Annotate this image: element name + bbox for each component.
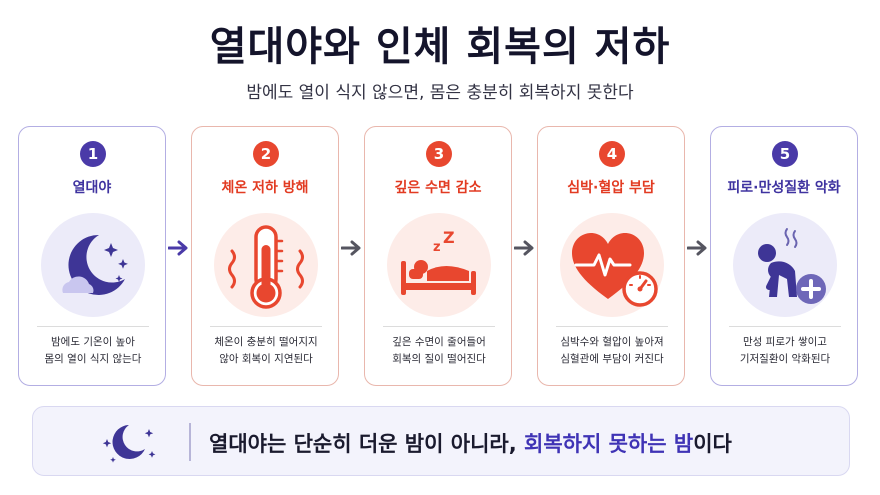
step-description: 만성 피로가 쌓이고 기저질환이 악화된다	[739, 336, 831, 365]
conclusion-banner: 열대야는 단순히 더운 밤이 아니라, 회복하지 못하는 밤이다	[32, 406, 850, 476]
step-number: 2	[253, 141, 279, 167]
step-card-1: 1 열대야 밤에도 기온이 높아 몸의 열이 식지 않는다	[18, 126, 166, 386]
step-description: 깊은 수면이 줄어들어 회복의 질이 떨어진다	[392, 336, 486, 365]
moon-stars-cloud-icon	[62, 234, 128, 295]
step-card-3: 3 깊은 수면 감소 z Z 깊은 수면이 줄어들어 회복의 질이 떨어진다	[364, 126, 512, 386]
step-description: 밤에도 기온이 높아 몸의 열이 식지 않는다	[44, 336, 142, 365]
highlight-text: 회복하지 못하는 밤	[524, 432, 694, 456]
step-title: 깊은 수면 감소	[394, 180, 482, 196]
step-number: 4	[599, 141, 625, 167]
step-number: 1	[80, 141, 106, 167]
step-card-2: 2 체온 저하 방해 체온이 충분히 떨어지지 않아 회복이 지연된다	[191, 126, 339, 386]
step-description: 체온이 충분히 떨어지지 않아 회복이 지연된다	[214, 336, 318, 365]
heart-gauge-icon	[572, 233, 658, 307]
step-title: 피로·만성질환 악화	[727, 180, 841, 196]
arrow-right-icon	[687, 240, 707, 256]
step-number: 3	[426, 141, 452, 167]
step-description: 심박수와 혈압이 높아져 심혈관에 부담이 커진다	[560, 336, 664, 365]
step-title: 열대야	[72, 180, 112, 196]
svg-text:z: z	[433, 240, 441, 255]
step-title: 심박·혈압 부담	[567, 180, 655, 196]
page-subtitle: 밤에도 열이 식지 않으면, 몸은 충분히 회복하지 못한다	[246, 83, 634, 103]
moon-stars-icon	[102, 425, 156, 463]
step-card-5: 5 피로·만성질환 악화 만성 피로가 쌓이고 기저질환이 악화된다	[710, 126, 858, 386]
sleeping-bed-icon: z Z	[401, 228, 476, 295]
step-title: 체온 저하 방해	[221, 180, 309, 196]
arrow-right-icon	[514, 240, 534, 256]
arrow-right-icon	[341, 240, 361, 256]
tired-person-plus-icon	[758, 228, 826, 304]
page-title: 열대야와 인체 회복의 저하	[209, 24, 671, 70]
conclusion-text: 열대야는 단순히 더운 밤이 아니라, 회복하지 못하는 밤이다	[209, 432, 732, 456]
step-card-4: 4 심박·혈압 부담 심박수와 혈압이 높아져 심혈관에 부담이 커진다	[537, 126, 685, 386]
arrow-right-icon	[168, 240, 188, 256]
svg-text:Z: Z	[443, 228, 455, 247]
thermometer-heat-icon	[228, 225, 304, 309]
step-number: 5	[772, 141, 798, 167]
